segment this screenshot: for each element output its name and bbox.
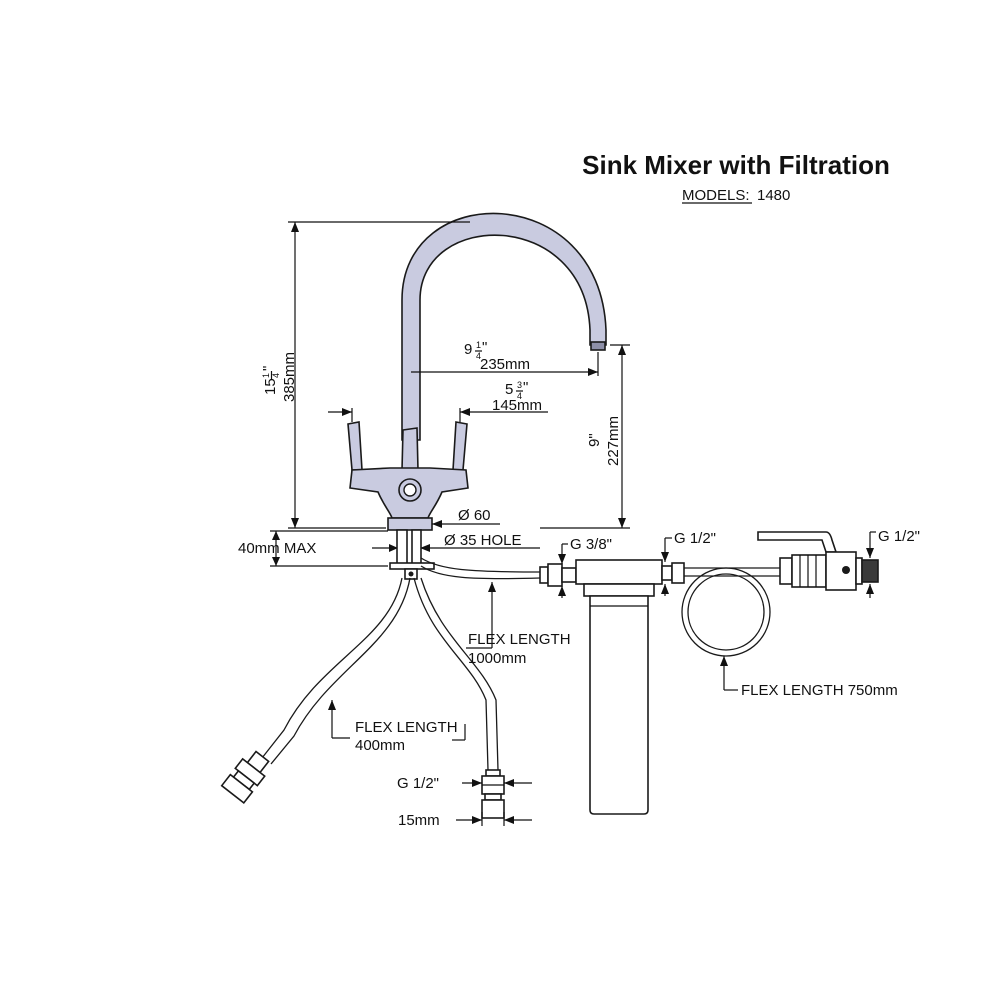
lever-mm: 145mm — [492, 397, 542, 414]
height-frac-den: 4 — [271, 373, 281, 378]
flex-400-title: FLEX LENGTH — [355, 719, 458, 736]
spout-aerator — [590, 341, 606, 351]
height-mm: 385mm — [281, 352, 298, 402]
spout-height-inches: 9" — [586, 433, 603, 447]
reach-mm: 235mm — [480, 356, 530, 373]
models-value: 1480 — [757, 187, 790, 204]
tail-size: 15mm — [398, 812, 440, 829]
coiled-flex-750 — [681, 567, 780, 657]
lever-frac-num: 3 — [517, 380, 522, 390]
height-frac-num: 1 — [261, 373, 271, 378]
center-cartridge-inner — [403, 483, 417, 497]
filter-feed-pipe — [420, 557, 577, 587]
spout — [401, 212, 607, 441]
height-inches: 15 — [262, 378, 279, 395]
height-inch-mark: " — [260, 366, 277, 371]
right-lever — [452, 421, 468, 471]
left-lever — [347, 421, 363, 471]
hole-dimension: Ø 35 HOLE — [420, 532, 540, 552]
flex-1000-value: 1000mm — [468, 650, 526, 667]
flex-1000-label: FLEX LENGTH 1000mm — [466, 582, 571, 667]
shank — [389, 529, 435, 580]
filter-outlet-dimension: G 1/2" — [661, 530, 716, 596]
hole-diameter: Ø 35 HOLE — [444, 532, 522, 549]
filter-outlet-thread: G 1/2" — [674, 530, 716, 547]
bottom-tail-fitting — [481, 769, 505, 819]
flex-1000-title: FLEX LENGTH — [468, 631, 571, 648]
filter-cartridge — [589, 595, 649, 815]
filter-unit — [575, 559, 663, 815]
tap-base — [387, 517, 433, 531]
height-dimension: 15 1 4 " 385mm — [260, 221, 470, 529]
valve-outlet-dimension: G 1/2" — [866, 528, 920, 598]
valve-outlet-thread: G 1/2" — [878, 528, 920, 545]
valve-thread — [861, 559, 879, 583]
lever-frac-den: 4 — [517, 391, 522, 401]
reach-dimension: 9 1 4 " 235mm — [411, 339, 599, 376]
spout-height-mm: 227mm — [605, 416, 622, 466]
tail-thread: G 1/2" — [397, 775, 439, 792]
reach-frac-num: 1 — [476, 340, 481, 350]
filter-inlet-thread: G 3/8" — [570, 536, 612, 553]
deck-thickness: 40mm MAX — [238, 540, 316, 557]
spout-height-dimension: 9" 227mm — [540, 344, 630, 529]
filter-inlet-dimension: G 3/8" — [558, 536, 612, 598]
left-tail-fitting — [220, 750, 270, 805]
center-lever — [401, 427, 419, 471]
lever-inches: 5 — [505, 381, 513, 398]
reach-inch-mark: " — [482, 339, 487, 356]
lever-inch-mark: " — [523, 379, 528, 396]
flex-hose-1000 — [413, 577, 505, 819]
reach-inches: 9 — [464, 341, 472, 358]
lever-dimension: 5 3 4 " 145mm — [328, 379, 548, 422]
base-diameter-dimension: Ø 60 — [432, 507, 500, 528]
diagram-title: Sink Mixer with Filtration — [582, 150, 890, 180]
tail-dimensions: G 1/2" 15mm — [397, 775, 532, 829]
isolation-valve — [757, 531, 879, 591]
filter-outlet-fitting — [661, 562, 685, 584]
flex-750-text: FLEX LENGTH 750mm — [741, 682, 898, 699]
flex-400-value: 400mm — [355, 737, 405, 754]
tap-assembly — [347, 212, 607, 531]
models-label: MODELS: — [682, 187, 750, 204]
filter-head — [575, 559, 663, 585]
base-diameter: Ø 60 — [458, 507, 491, 524]
flex-400-label: FLEX LENGTH 400mm — [328, 700, 466, 754]
reach-frac-den: 4 — [476, 351, 481, 361]
valve-handle — [757, 531, 838, 553]
deck-dimension: 40mm MAX — [238, 530, 398, 567]
flex-750-label: FLEX LENGTH 750mm — [720, 656, 898, 699]
flex-hose-400 — [220, 577, 411, 805]
